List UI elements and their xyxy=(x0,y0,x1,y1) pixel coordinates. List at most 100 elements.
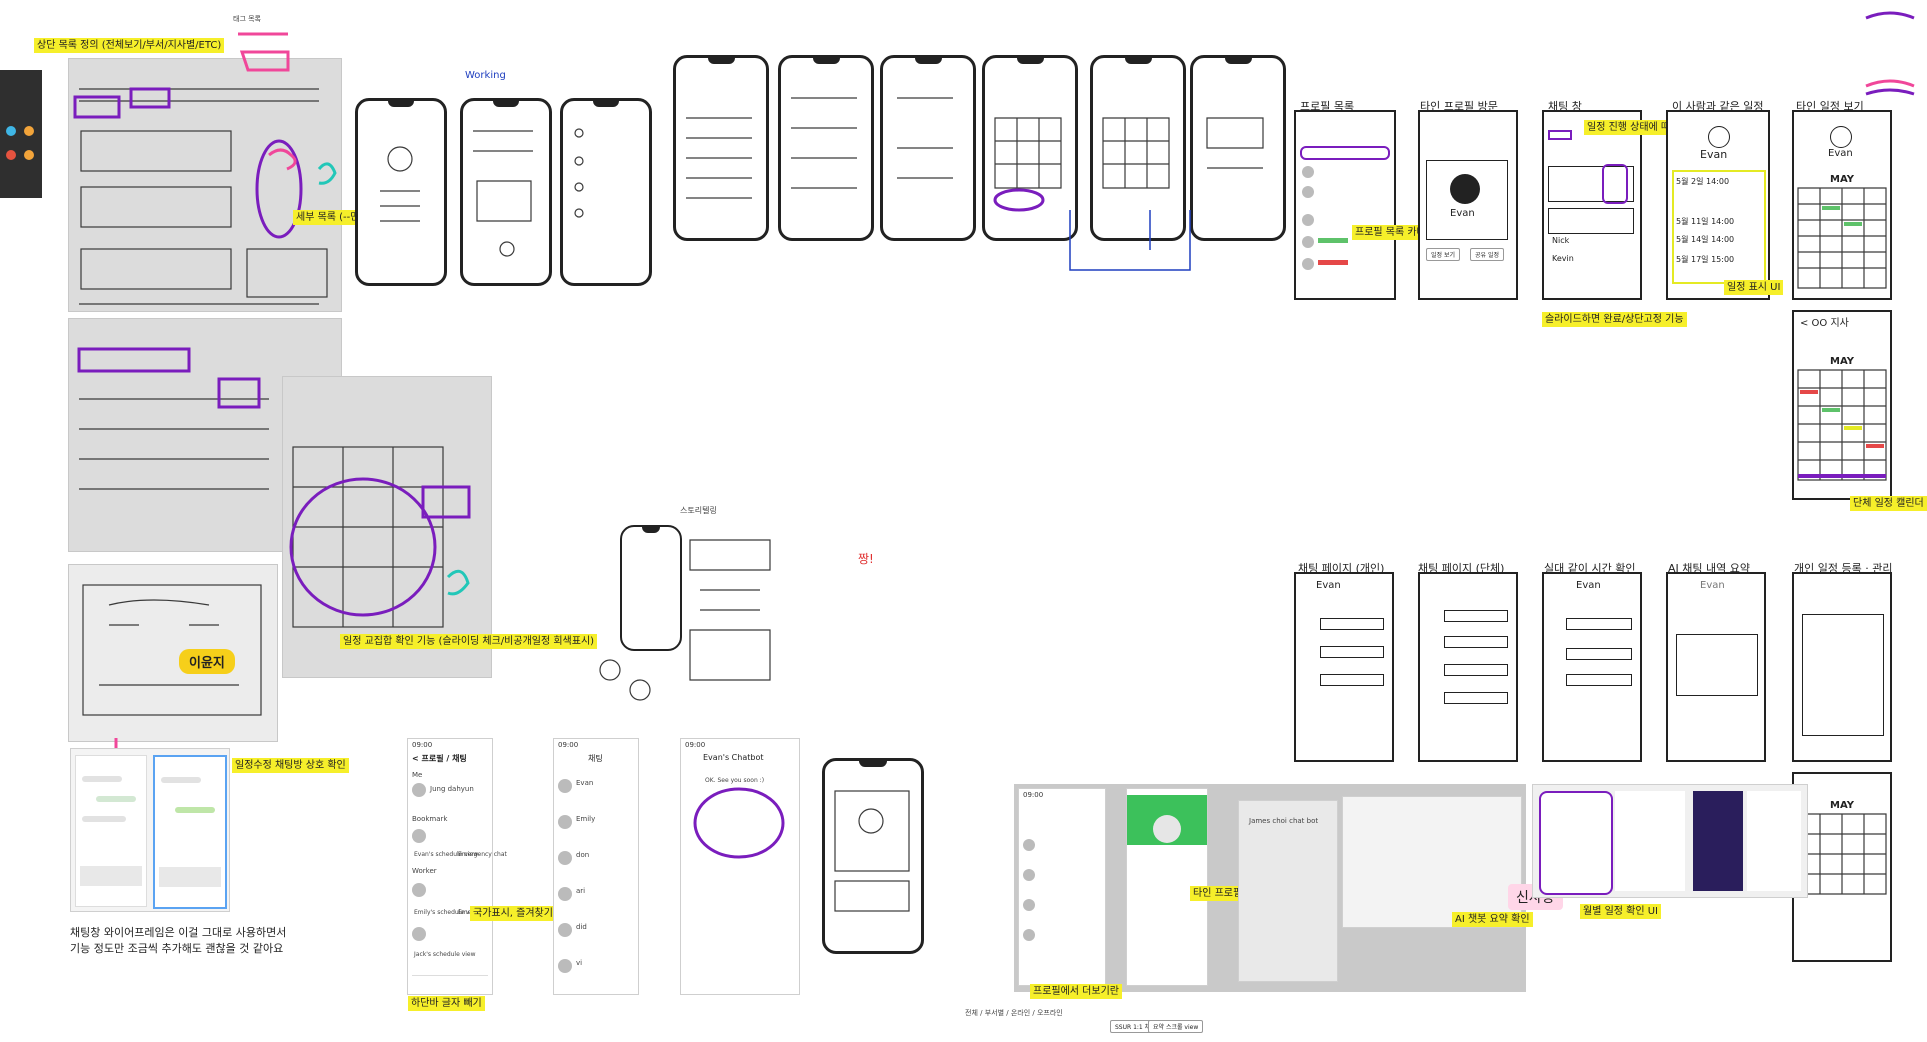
screen4-time: 09:00 xyxy=(1023,791,1044,799)
evan-label-2: Evan xyxy=(1700,148,1728,161)
note-chat-check: 일정수정 채팅방 상호 확인 xyxy=(232,758,349,773)
wire-title-chat-group: 채팅 페이지 (단체) xyxy=(1418,562,1505,575)
wire-chat: Nick Kevin xyxy=(1542,110,1642,300)
sketch-phone-calendar-c xyxy=(880,55,976,241)
wire-group-calendar: < OO 지사 MAY xyxy=(1792,310,1892,500)
wire-monthly-sched: MAY xyxy=(1792,772,1892,962)
sketch-phone-profile xyxy=(355,98,447,286)
emergency-chat[interactable]: Emergency chat xyxy=(458,851,507,858)
wire-title-personal-sched: 개인 일정 등록 · 관리 xyxy=(1794,562,1893,575)
evan-label-5: Evan xyxy=(1576,580,1601,591)
note-schedule-check: 일정 교집합 확인 기능 (슬라이딩 체크/비공개일정 회색표시) xyxy=(340,634,598,649)
chat-caption: 채팅창 와이어프레임은 이걸 그대로 사용하면서 기능 정도만 조금씩 추가해도… xyxy=(70,925,286,957)
note-bottom-bar: 하단바 글자 빼기 xyxy=(408,996,485,1011)
wire-other-profile: Evan 일정 보기 공유 일정 xyxy=(1418,110,1518,300)
wire-meet-time: Evan xyxy=(1542,572,1642,762)
screen-chatbot: 09:00 Evan's Chatbot OK. See you soon :) xyxy=(680,738,800,995)
wire-title-other-sched: 타인 일정 보기 xyxy=(1796,100,1864,113)
sketch-phone-calendar-b xyxy=(778,55,874,241)
chat-name-5[interactable]: did xyxy=(576,923,587,931)
sketch-phone-month-b xyxy=(1090,55,1186,241)
calendar-person: < OO 지사 xyxy=(1800,318,1849,329)
wire-profile-list xyxy=(1294,110,1396,300)
wire-same-sched: Evan 5월 2일 14:00 5월 11일 14:00 5월 14일 14:… xyxy=(1666,110,1770,300)
nick-label: Nick xyxy=(1552,236,1570,245)
chat-name-3[interactable]: don xyxy=(576,851,590,859)
screen-ai-summary xyxy=(1342,796,1522,928)
wire-title-chat: 채팅 창 xyxy=(1548,100,1582,113)
kevin-label: Kevin xyxy=(1552,254,1574,263)
record-icon[interactable] xyxy=(6,150,16,160)
evan-label-3: Evan xyxy=(1828,148,1853,159)
screen-profile-chat: 09:00 < 프로필 / 채팅 Me Jung dahyun Bookmark… xyxy=(407,738,507,995)
james-bot-title: James choi chat bot xyxy=(1249,817,1319,825)
evan-label-4: Evan xyxy=(1316,580,1341,591)
screen1-title: < 프로필 / 채팅 xyxy=(412,754,467,763)
wire-title-same-sched: 이 사람과 같은 일정 xyxy=(1672,100,1764,113)
sketch-photo-list xyxy=(68,58,342,312)
may-label: MAY xyxy=(1830,174,1854,185)
wire-chat-group xyxy=(1418,572,1518,762)
name-badge-text: 이윤지 xyxy=(189,656,225,671)
add-icon[interactable] xyxy=(6,126,16,136)
wire-personal-sched xyxy=(1792,572,1892,762)
note-schedule-ui: 일정 표시 UI xyxy=(1724,280,1784,295)
date-2: 5월 11일 14:00 xyxy=(1676,217,1735,226)
note-top-list: 상단 목록 정의 (전체보기/부서/지사별/ETC) xyxy=(34,38,225,53)
note-monthly-check: 월별 일정 확인 UI xyxy=(1580,904,1662,919)
status-filter-text: 전체 / 부서별 / 온라인 / 오프라인 xyxy=(965,1009,1063,1017)
screen-james-bot: James choi chat bot xyxy=(1238,800,1338,982)
chip-summary[interactable]: 요약 스크롤 view xyxy=(1148,1020,1204,1033)
sketch-drawing xyxy=(73,87,337,305)
tag-label: 태그 목록 xyxy=(233,15,261,23)
sketch-notify xyxy=(82,584,262,716)
chat-screen-b xyxy=(153,755,227,909)
chat-name-1[interactable]: Evan xyxy=(576,779,594,787)
screen1-title-text: 프로필 / 채팅 xyxy=(421,754,467,763)
chat-name-6[interactable]: vi xyxy=(576,959,583,967)
wire-title-profile-list: 프로필 목록 xyxy=(1300,100,1355,113)
chat-compare-screens xyxy=(70,748,230,912)
date-4: 5월 17일 15:00 xyxy=(1676,255,1735,264)
date-1: 5월 2일 14:00 xyxy=(1676,177,1730,186)
wire-title-meet-time: 실대 같이 시간 확인 xyxy=(1544,562,1636,575)
emily-schedule-view[interactable]: Emily's schedule view xyxy=(414,909,480,916)
evan-label: Evan xyxy=(1450,208,1475,219)
sketch-phone-list xyxy=(460,98,552,286)
sketch-calendar xyxy=(289,446,471,628)
clock-icon[interactable] xyxy=(24,150,34,160)
chat-caption-line1: 채팅창 와이어프레임은 이걸 그대로 사용하면서 xyxy=(70,926,287,939)
sketch-phone-month-c xyxy=(1190,55,1286,241)
handwriting-note-1: Working xyxy=(465,70,506,81)
note-slide-done: 슬라이드하면 완료/상단고정 기능 xyxy=(1542,312,1687,327)
evan-label-6: Evan xyxy=(1700,580,1725,591)
group-month-grid xyxy=(1797,369,1887,481)
sketch-phone-calendar-a xyxy=(673,55,769,241)
handwriting-red: 짱! xyxy=(858,552,874,566)
timer-icon[interactable] xyxy=(24,126,34,136)
pink-scribble xyxy=(238,32,290,72)
chat-name-4[interactable]: ari xyxy=(576,887,586,895)
chatbot-msg: OK. See you soon :) xyxy=(705,777,765,784)
me-name: Jung dahyun xyxy=(430,785,474,793)
note-ai-summary: AI 챗봇 요약 확인 xyxy=(1452,912,1533,927)
jack-schedule-view[interactable]: Jack's schedule view xyxy=(414,951,476,958)
screen-chat-list: 09:00 채팅 Evan Emily don ari did vi xyxy=(553,738,639,995)
evan-schedule-view[interactable]: Evan's schedule view xyxy=(414,851,479,858)
worker-label: Worker xyxy=(412,867,437,875)
note-profile-more: 프로필에서 더보기란 xyxy=(1030,984,1122,999)
screen1-time: 09:00 xyxy=(412,741,433,749)
may-label-2: MAY xyxy=(1830,356,1854,367)
date-3: 5월 14일 14:00 xyxy=(1676,235,1735,244)
purple-circle-mark xyxy=(693,787,785,859)
name-badge: 이윤지 xyxy=(179,649,235,674)
month-grid xyxy=(1797,187,1887,289)
storytelling-sketch xyxy=(599,539,771,701)
corner-scribbles xyxy=(1865,11,1915,96)
wire-other-sched: Evan MAY xyxy=(1792,110,1892,300)
wire-title-chat-personal: 채팅 페이지 (개인) xyxy=(1298,562,1385,575)
screen-monthly xyxy=(1532,784,1808,898)
chat-name-2[interactable]: Emily xyxy=(576,815,596,823)
storytelling-label: 스토리텔링 xyxy=(680,506,717,515)
bottom-nav[interactable] xyxy=(412,975,488,990)
